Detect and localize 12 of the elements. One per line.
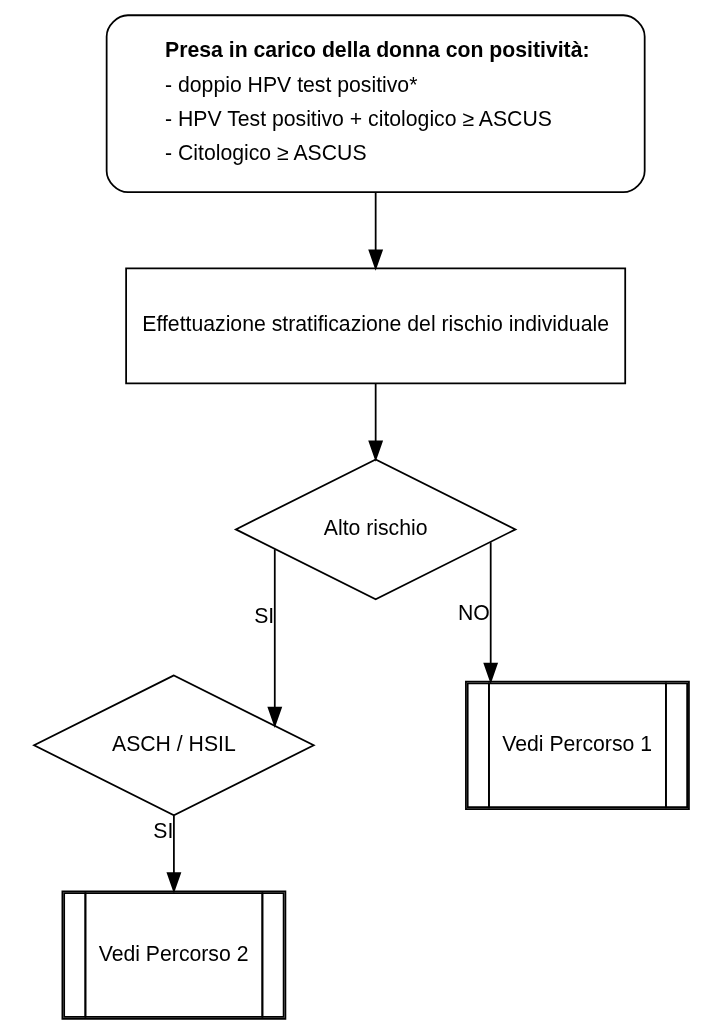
node-box: Effettuazione stratificazione del rischio individuale: [124, 267, 626, 385]
edge-label: NO: [457, 600, 490, 624]
arrow: [165, 814, 181, 894]
node-diamond: Alto rischio: [233, 458, 517, 601]
edge-label: SI: [152, 819, 173, 843]
node-box: Presa in carico della donna con positività: - doppio HPV test positivo* - HPV Test positivo + citologico ≥ ASCUS - Citologico ≥ ASCUS: [105, 14, 646, 194]
arrow: [367, 191, 383, 271]
node-diamond: ASCH / HSIL: [31, 674, 316, 817]
arrow: [266, 548, 282, 729]
arrow: [367, 382, 383, 462]
arrow: [482, 541, 498, 684]
edge-label: SI: [253, 603, 274, 627]
